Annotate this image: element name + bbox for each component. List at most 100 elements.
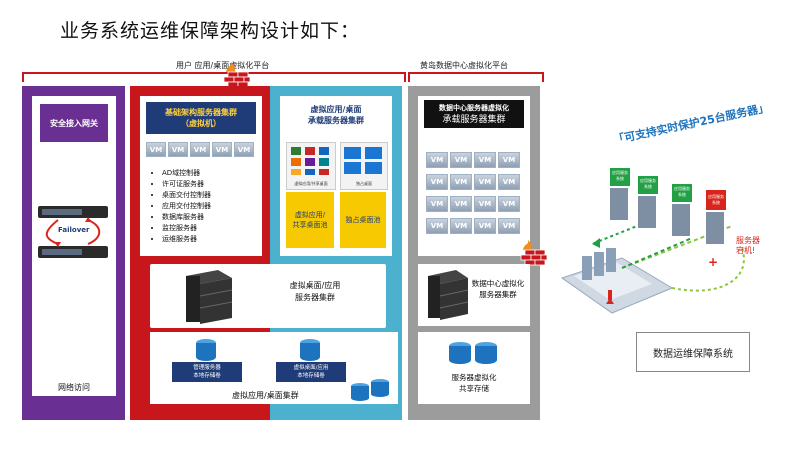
desktop-window-icons (344, 147, 382, 174)
mgmt-storage-label: 管理服务器 本地存储卷 (172, 362, 242, 382)
failover-label: Failover (58, 226, 90, 234)
svg-text:+: + (708, 255, 718, 269)
infra-header-line1: 基础架构服务器集群 (165, 108, 237, 117)
bracket-right (408, 72, 544, 82)
vdi-cluster-line1: 虚拟桌面/应用 (289, 281, 341, 290)
firewall-icon (520, 240, 548, 266)
vm-tile: VM (498, 218, 520, 234)
desktop-header-line1: 虚拟应用/桌面 (310, 105, 362, 114)
infra-service-list: AD域控制器许可证服务器桌面交付控制器应用交付控制器数据库服务器监控服务器运维服… (150, 168, 211, 245)
server-label: 应用服务系统 (673, 186, 691, 198)
page-title: 业务系统运维保障架构设计如下： (60, 20, 361, 42)
vm-tile: VM (498, 196, 520, 212)
dedicated-desktop-pool: 独占桌面池 (340, 192, 386, 248)
protection-banner: 「可支持实时保护25台服务器」 (612, 101, 770, 147)
dc-shared-storage-box: 服务器虚拟化 共享存储 (418, 332, 530, 404)
infra-vm-row: VM VM VM VM VM (146, 138, 256, 162)
vdi-storage-line1: 虚拟桌面/应用 (293, 365, 329, 371)
vdi-cluster-label: 虚拟应用/桌面集群 (232, 391, 299, 400)
server-sys-label: 系统 (616, 176, 624, 181)
purple-panel: 安全接入网关 Failover 网络访问 (22, 86, 125, 420)
vm-tile: VM (474, 218, 496, 234)
infra-service-item: 数据库服务器 (162, 212, 211, 223)
dc-server-line2: 服务器集群 (479, 290, 517, 299)
dedicated-desktop-card: 独占桌面 (340, 142, 388, 190)
vm-tile: VM (426, 196, 448, 212)
infra-service-item: 运维服务器 (162, 234, 211, 245)
gateway-server-icon (38, 206, 108, 258)
dc-shared-storage-label: 服务器虚拟化 共享存储 (418, 372, 530, 394)
alert-line1: 服务器 (736, 236, 760, 245)
database-icon (196, 339, 216, 361)
vm-tile: VM (212, 142, 232, 157)
vm-tile: VM (426, 218, 448, 234)
vm-tile: VM (450, 174, 472, 190)
server-protection-graphic: + (560, 168, 745, 314)
infra-cluster-header: 基础架构服务器集群 （虚拟机） (146, 102, 256, 134)
server-down-alert: 服务器 宕机! (736, 236, 760, 256)
local-storage-box: 管理服务器 本地存储卷 虚拟桌面/应用 本地存储卷 虚拟应用/桌面集群 (150, 332, 398, 404)
desktop-header-line2: 承载服务器集群 (308, 116, 364, 125)
top-label-left: 用户 应用/桌面虚拟化平台 (176, 61, 270, 70)
dedicated-desktop-caption: 独占桌面 (356, 181, 372, 186)
vm-tile: VM (498, 174, 520, 190)
vdi-server-cluster-label: 虚拟桌面/应用 服务器集群 (260, 280, 370, 304)
server-label: 应用服务系统 (707, 194, 725, 206)
infra-service-item: 桌面交付控制器 (162, 190, 211, 201)
ops-assurance-system-box: 数据运维保障系统 (636, 332, 750, 372)
vm-tile: VM (450, 196, 472, 212)
shared-pool-line2: 共享桌面池 (292, 221, 328, 229)
server-stack-icon (186, 270, 233, 324)
infra-service-item: AD域控制器 (162, 168, 211, 179)
vm-tile: VM (450, 218, 472, 234)
vm-tile: VM (474, 196, 496, 212)
vm-tile: VM (426, 152, 448, 168)
security-gateway-box: 安全接入网关 (40, 104, 108, 142)
vm-tile: VM (498, 152, 520, 168)
shared-apps-caption: 虚拟应用/共享桌面 (294, 181, 328, 186)
vdi-storage-line2: 本地存储卷 (297, 373, 325, 379)
server-app-label: 应用服务 (708, 194, 724, 199)
vm-tile: VM (190, 142, 210, 157)
server-sys-label: 系统 (678, 192, 686, 197)
alert-line2: 宕机! (736, 246, 756, 255)
mgmt-storage-line2: 本地存储卷 (193, 373, 221, 379)
dc-server-line1: 数据中心虚拟化 (471, 279, 525, 288)
dc-header-line2: 承载服务器集群 (442, 115, 506, 125)
server-sys-label: 系统 (644, 184, 652, 189)
dc-server-cluster-label: 数据中心虚拟化 服务器集群 (466, 278, 530, 300)
infra-service-item: 许可证服务器 (162, 179, 211, 190)
vm-tile: VM (426, 174, 448, 190)
firewall-icon (223, 62, 251, 88)
shared-storage-icon (351, 379, 389, 401)
mgmt-storage-line1: 管理服务器 (193, 365, 221, 371)
database-icon (300, 339, 320, 361)
vm-tile: VM (146, 142, 166, 157)
top-label-right: 黄岛数据中心虚拟化平台 (420, 61, 508, 70)
shared-apps-card: 虚拟应用/共享桌面 (286, 142, 336, 190)
server-app-label: 应用服务 (612, 170, 628, 175)
bracket-left (22, 72, 406, 82)
dc-header-line1: 数据中心服务器虚拟化 (439, 104, 509, 112)
dc-storage-line1: 服务器虚拟化 (451, 373, 497, 382)
vm-tile: VM (168, 142, 188, 157)
dc-cluster-header: 数据中心服务器虚拟化 承载服务器集群 (424, 100, 524, 128)
vm-tile: VM (474, 174, 496, 190)
desktop-host-header: 虚拟应用/桌面 承载服务器集群 (286, 100, 386, 130)
vm-tile: VM (474, 152, 496, 168)
server-app-label: 应用服务 (640, 178, 656, 183)
shared-pool-line1: 虚拟应用/ (294, 211, 326, 219)
server-label: 应用服务系统 (611, 170, 629, 182)
shared-desktop-pool: 虚拟应用/ 共享桌面池 (286, 192, 334, 248)
infra-service-item: 应用交付控制器 (162, 201, 211, 212)
dc-server-cluster-box: 数据中心虚拟化 服务器集群 (418, 264, 530, 326)
vm-tile: VM (234, 142, 254, 157)
vm-tile: VM (450, 152, 472, 168)
server-label: 应用服务系统 (639, 178, 657, 190)
vdi-cluster-line2: 服务器集群 (295, 293, 335, 302)
vdi-storage-label: 虚拟桌面/应用 本地存储卷 (276, 362, 346, 382)
server-sys-label: 系统 (712, 200, 720, 205)
protection-illustration: 「可支持实时保护25台服务器」 + 应用服务系统 应用服务系统 应用服务系统 应… (552, 101, 780, 328)
